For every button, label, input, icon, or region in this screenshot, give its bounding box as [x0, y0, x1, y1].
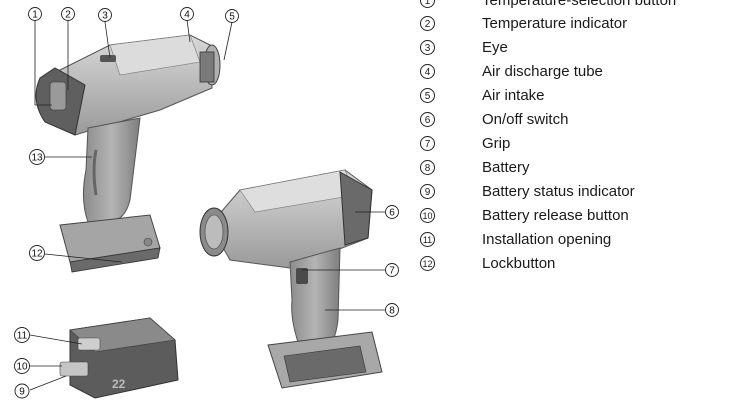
heat-gun-front-view [199, 169, 383, 389]
legend-item-6-label: On/off switch [482, 111, 569, 128]
callout-3-number: 3 [102, 11, 108, 22]
callout-1: 1 [28, 7, 42, 21]
legend-item-5-label: Air intake [482, 87, 545, 104]
callouts [29, 19, 385, 391]
callout-12: 12 [29, 245, 45, 261]
battery-print-text: 22 [112, 377, 126, 391]
legend-item-2-label: Temperature indicator [482, 15, 628, 32]
legend-item-9-label: Battery status indicator [482, 183, 635, 200]
legend-item-1-label: Temperature-selection button [482, 0, 677, 9]
callout-5: 5 [225, 9, 239, 23]
callout-1-number: 1 [32, 10, 38, 21]
callout-13: 13 [29, 149, 45, 165]
legend-item-2-number: 2 [420, 16, 435, 31]
callout-4-number: 4 [184, 10, 190, 21]
heat-gun-rear-view [35, 34, 221, 273]
callout-9: 9 [14, 383, 30, 399]
legend-item-3-number: 3 [420, 40, 435, 55]
callout-6: 6 [385, 205, 399, 219]
callout-6-number: 6 [389, 208, 395, 219]
legend-item-10-number: 10 [420, 208, 435, 223]
callout-13-number: 13 [31, 153, 43, 164]
callout-11: 11 [14, 327, 30, 343]
callout-7: 7 [385, 263, 399, 277]
callout-4: 4 [180, 7, 194, 21]
callout-12-number: 12 [31, 249, 43, 260]
callout-2: 2 [61, 7, 75, 21]
callout-10: 10 [14, 358, 30, 374]
legend-item-10-label: Battery release button [482, 207, 629, 224]
legend-item-11-number: 11 [420, 232, 435, 247]
callout-2-number: 2 [65, 10, 71, 21]
callout-8: 8 [385, 303, 399, 317]
legend-item-11-label: Installation opening [482, 231, 612, 248]
legend-item-4-number: 4 [420, 64, 435, 79]
legend-item-12-number: 12 [420, 256, 435, 271]
legend-item-6-number: 6 [420, 112, 435, 127]
callout-11-number: 11 [17, 331, 28, 342]
callout-9-number: 9 [19, 387, 25, 398]
legend-item-7-label: Grip [482, 135, 511, 152]
legend-item-3-label: Eye [482, 39, 508, 56]
legend-item-4-label: Air discharge tube [482, 63, 603, 80]
callout-3: 3 [98, 8, 112, 22]
callout-5-number: 5 [229, 12, 235, 23]
callout-7-number: 7 [389, 266, 395, 277]
callout-10-number: 10 [16, 362, 28, 373]
legend-item-12-label: Lockbutton [482, 255, 556, 272]
legend-item-9-number: 9 [420, 184, 435, 199]
callout-8-number: 8 [389, 306, 395, 317]
legend-item-8-number: 8 [420, 160, 435, 175]
legend-item-5-number: 5 [420, 88, 435, 103]
legend-item-8-label: Battery [482, 159, 530, 176]
legend-item-7-number: 7 [420, 136, 435, 151]
battery-pack: 22 [59, 317, 179, 399]
